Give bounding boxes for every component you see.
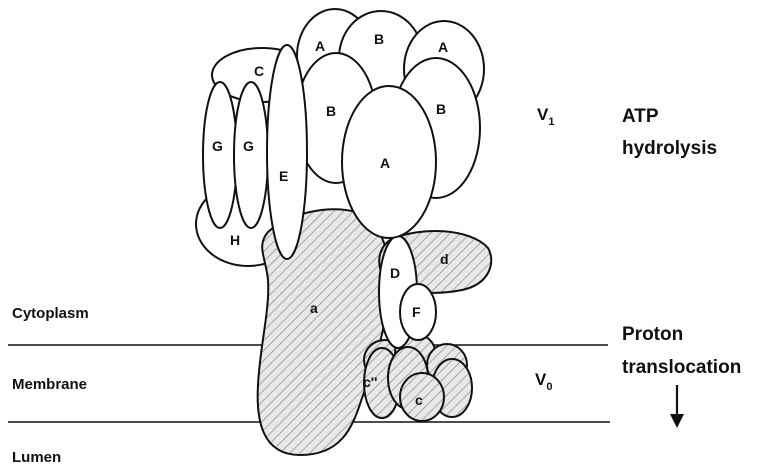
label-G-left: G [212,138,223,154]
domain-v1-label: V1 [537,105,554,128]
region-lumen: Lumen [12,449,61,465]
label-d: d [440,251,449,267]
proton-translocation-line2: translocation [622,357,741,378]
subunit-G1-shape [203,82,237,228]
domain-v0-label: V0 [535,370,552,393]
label-A-back-left: A [315,38,325,54]
region-cytoplasm: Cytoplasm [12,305,89,322]
label-E: E [279,168,288,184]
label-B-top: B [374,31,384,47]
atp-hydrolysis-line1: ATP [622,106,659,127]
subunit-E-shape [267,45,307,259]
label-A-front: A [380,155,390,171]
label-c2: c'' [363,374,377,390]
label-D: D [390,265,400,281]
label-H: H [230,232,240,248]
label-a: a [310,300,318,316]
label-B-left: B [326,103,336,119]
atp-hydrolysis-line2: hydrolysis [622,138,717,159]
label-G-right: G [243,138,254,154]
region-membrane: Membrane [12,376,87,393]
label-F: F [412,304,421,320]
label-A-back-right: A [438,39,448,55]
down-arrow-icon [670,385,684,428]
label-B-right: B [436,101,446,117]
label-C: C [254,63,264,79]
proton-translocation-line1: Proton [622,324,683,345]
subunit-G2-shape [234,82,268,228]
label-c: c [415,392,423,408]
